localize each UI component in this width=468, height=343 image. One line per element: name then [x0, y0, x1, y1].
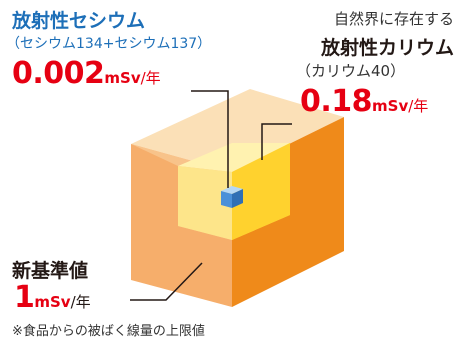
potassium-unit: mSv	[372, 97, 409, 115]
potassium-subtitle: （カリウム40）	[296, 62, 406, 80]
cesium-value-line: 0.002mSv/年	[12, 56, 161, 91]
cesium-title: 放射性セシウム	[12, 10, 146, 32]
standard-leader-line	[130, 262, 203, 301]
middle-cube-left	[178, 166, 232, 240]
standard-per-year: /年	[70, 293, 91, 311]
cesium-per-year: /年	[140, 69, 161, 87]
inner-cube-right	[232, 189, 243, 208]
standard-unit: mSv	[34, 293, 71, 311]
standard-title: 新基準値	[12, 260, 89, 282]
inner-cube-top	[221, 186, 243, 194]
potassium-title: 放射性カリウム	[320, 37, 454, 59]
cesium-leader-line	[191, 90, 229, 188]
standard-note: ※食品からの被ばく線量の上限値	[12, 324, 205, 339]
cesium-subtitle: （セシウム134+セシウム137）	[6, 36, 212, 52]
potassium-caption: 自然界に存在する	[333, 10, 454, 28]
inner-cube-front	[221, 191, 232, 208]
cesium-unit: mSv	[104, 69, 141, 87]
potassium-value-line: 0.18mSv/年	[300, 84, 428, 119]
standard-value: 1	[14, 280, 35, 315]
outer-cube-top	[131, 89, 344, 172]
middle-cube-right	[232, 143, 290, 240]
potassium-value: 0.18	[300, 84, 373, 119]
middle-cube	[178, 143, 290, 240]
standard-value-line: 1mSv/年	[14, 280, 91, 315]
cesium-value: 0.002	[12, 56, 105, 91]
inner-cube	[221, 186, 243, 208]
potassium-per-year: /年	[408, 97, 429, 115]
potassium-leader-line	[261, 123, 292, 160]
